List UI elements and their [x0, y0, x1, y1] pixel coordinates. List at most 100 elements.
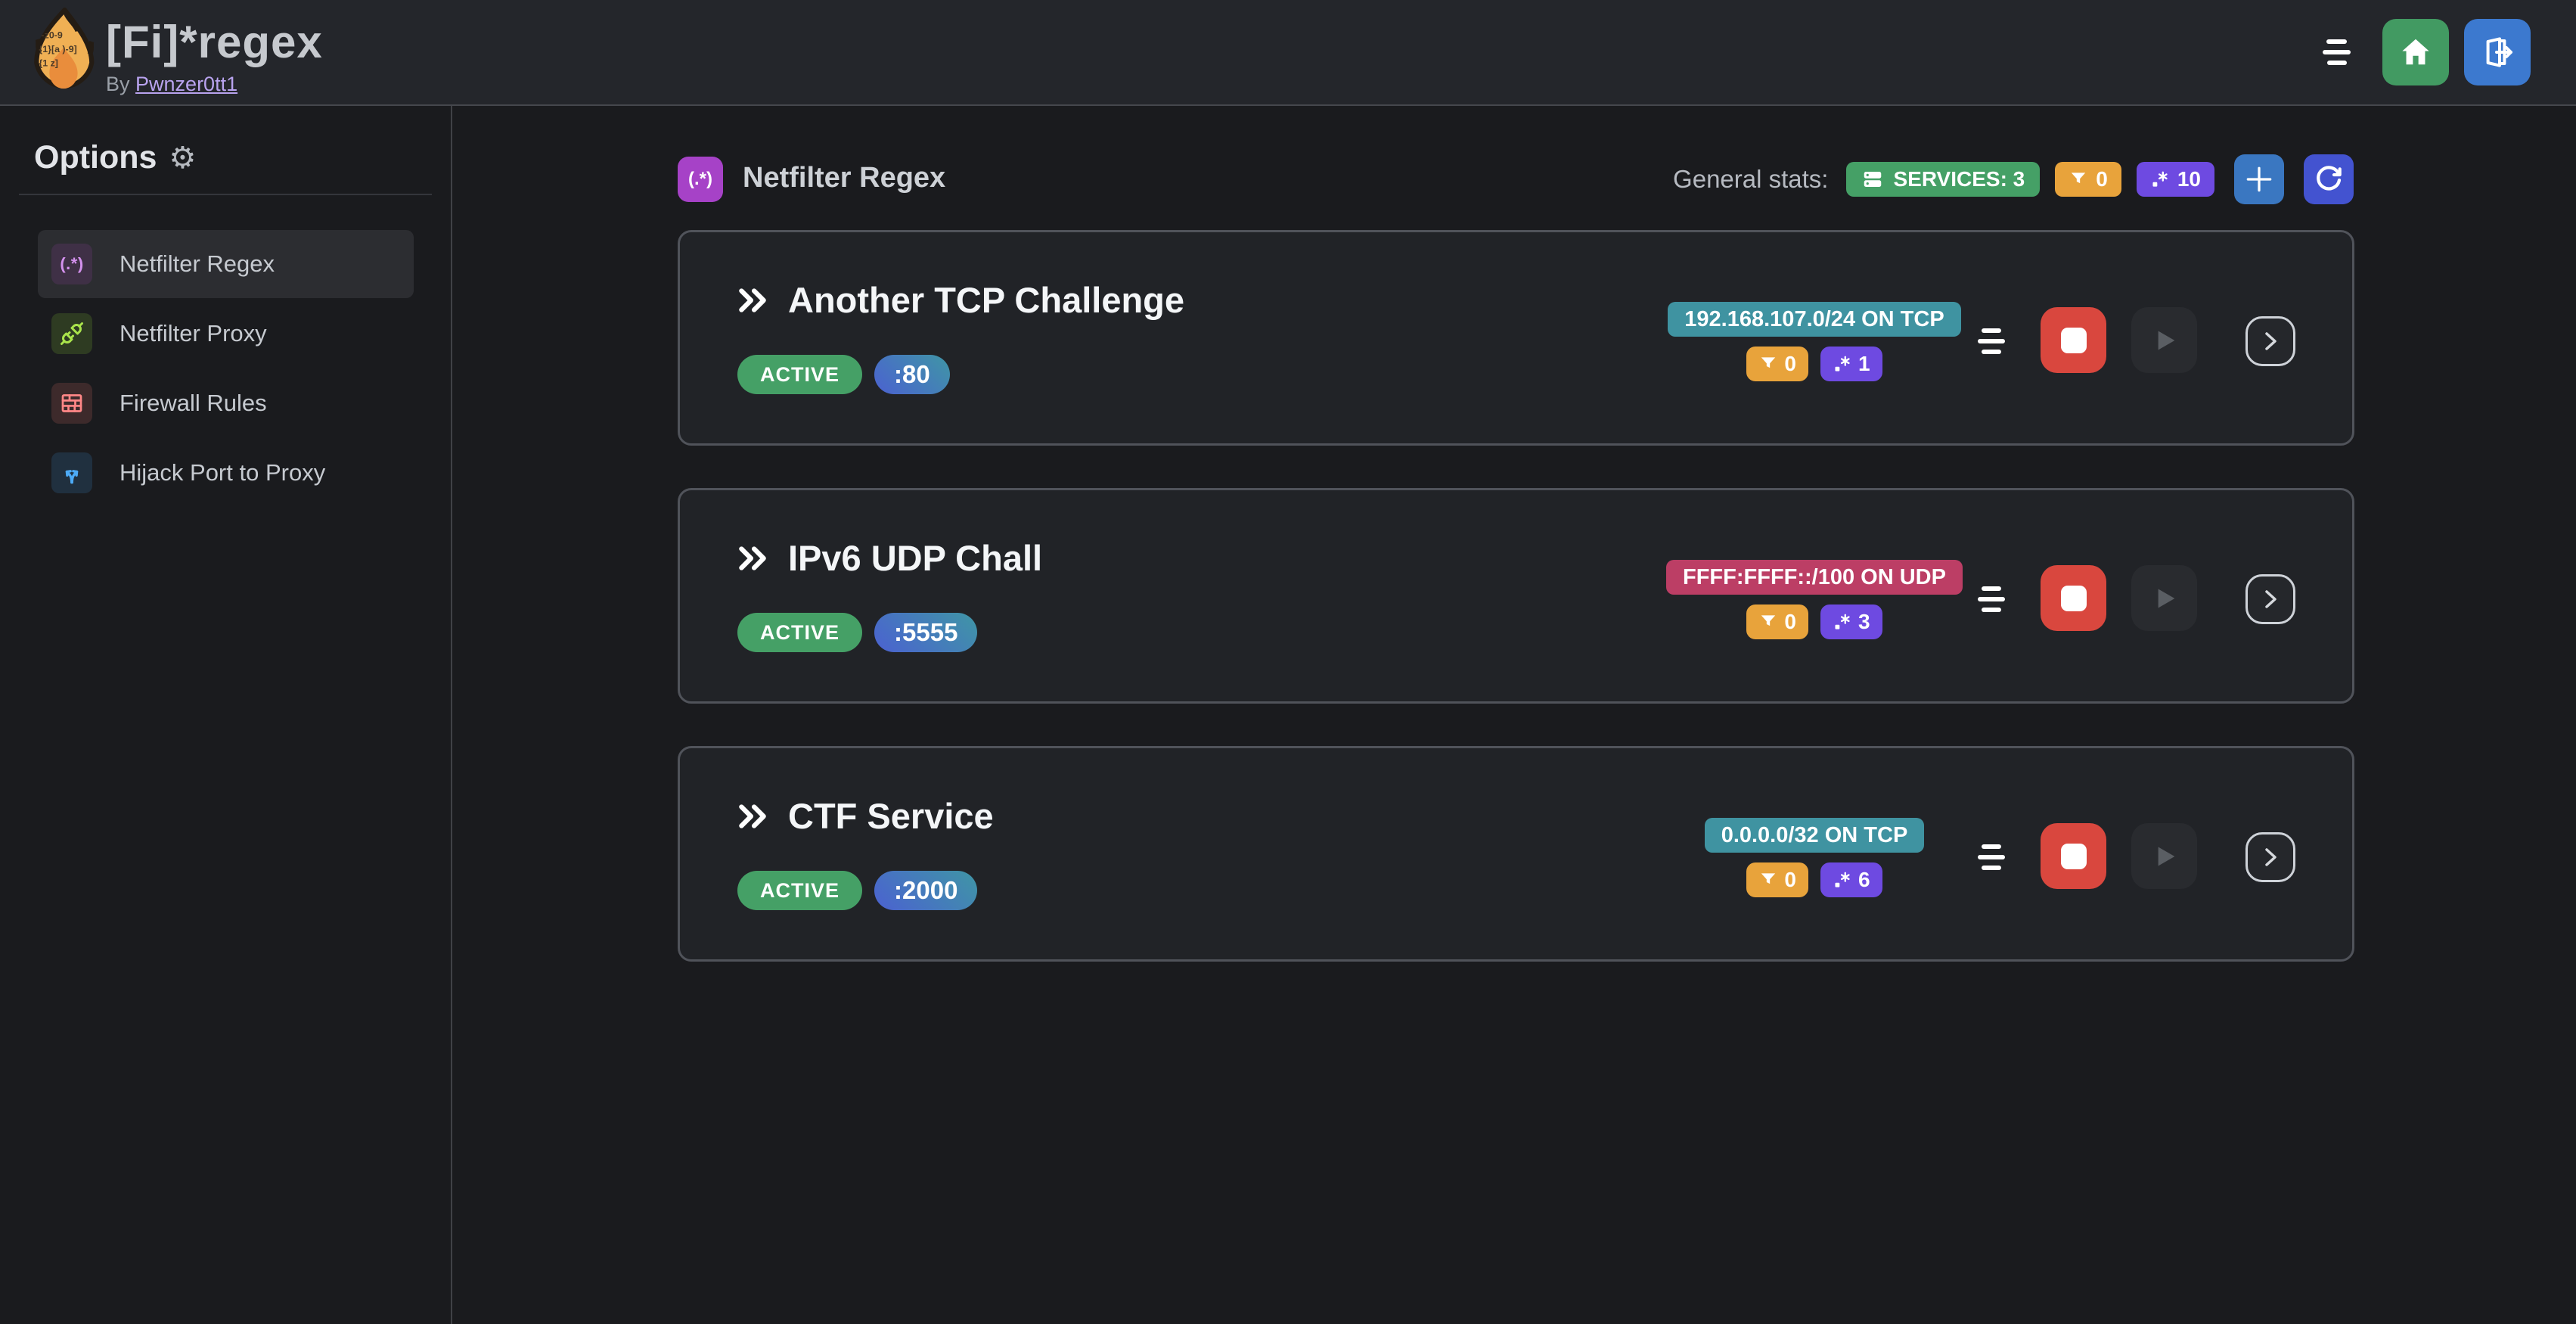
service-filters-badge: 0 — [1746, 347, 1808, 381]
sidebar-item-netfilter-proxy[interactable]: Netfilter Proxy — [38, 300, 414, 368]
funnel-icon — [1761, 873, 1776, 884]
cidr-badge: 0.0.0.0/32 ON TCP — [1704, 818, 1925, 853]
service-title: Another TCP Challenge — [788, 280, 1185, 320]
sidebar-heading: Options ⚙ — [34, 139, 197, 176]
sidebar-item-label: Firewall Rules — [119, 390, 267, 416]
regex-glyph-icon — [1835, 356, 1850, 371]
service-card: Another TCP Challenge ACTIVE :80 192.168… — [678, 230, 2354, 446]
app-title: [Fi]*regex — [106, 17, 323, 67]
services-count-badge: SERVICES: 3 — [1846, 162, 2041, 197]
service-menu-icon[interactable] — [1978, 586, 2005, 612]
stop-service-button[interactable] — [2041, 823, 2106, 889]
regex-glyph-icon — [2152, 171, 2168, 187]
play-icon — [2158, 331, 2174, 350]
chevrons-right-icon — [739, 287, 766, 312]
service-badges: ACTIVE :5555 — [737, 613, 978, 652]
sidebar-item-label: Hijack Port to Proxy — [119, 459, 326, 486]
chevron-right-icon — [2265, 848, 2277, 866]
funnel-icon — [1761, 357, 1776, 368]
port-badge: :2000 — [874, 871, 978, 910]
start-service-button[interactable] — [2131, 823, 2197, 889]
refresh-icon — [2317, 166, 2342, 191]
home-button[interactable] — [2382, 19, 2449, 85]
service-details-button[interactable] — [2245, 316, 2295, 366]
service-net-stats: FFFF:FFFF::/100 ON UDP 0 3 — [1652, 560, 1977, 639]
plug-icon — [51, 313, 92, 354]
topbar-actions — [2323, 0, 2531, 104]
chevrons-right-icon — [739, 545, 766, 570]
service-regex-badge: 3 — [1820, 605, 1882, 639]
service-regex-badge: 1 — [1820, 347, 1882, 381]
plus-icon — [2246, 166, 2272, 192]
author-link[interactable]: Pwnzer0tt1 — [135, 73, 238, 95]
play-icon — [2158, 847, 2174, 866]
funnel-icon — [2072, 172, 2086, 184]
cidr-badge: FFFF:FFFF::/100 ON UDP — [1666, 560, 1963, 595]
service-title-row: CTF Service — [735, 795, 994, 837]
service-title: CTF Service — [788, 796, 994, 836]
start-service-button[interactable] — [2131, 565, 2197, 631]
section-regex-icon: (.*) — [678, 157, 723, 202]
sidebar-item-netfilter-regex[interactable]: (.*) Netfilter Regex — [38, 230, 414, 298]
port-badge: :5555 — [874, 613, 978, 652]
service-net-stats: 192.168.107.0/24 ON TCP 0 1 — [1652, 302, 1977, 381]
stop-service-button[interactable] — [2041, 565, 2106, 631]
sidebar-divider — [19, 194, 432, 195]
logout-button[interactable] — [2464, 19, 2531, 85]
regex-icon: (.*) — [51, 244, 92, 284]
sidebar-item-hijack-port[interactable]: Hijack Port to Proxy — [38, 439, 414, 507]
filters-count-badge: 0 — [2055, 162, 2121, 197]
wall-icon — [51, 383, 92, 424]
service-card: CTF Service ACTIVE :2000 0.0.0.0/32 ON T… — [678, 746, 2354, 962]
status-badge: ACTIVE — [737, 355, 863, 394]
chevrons-right-icon — [739, 803, 766, 828]
gear-icon: ⚙ — [169, 141, 197, 175]
sidebar-item-label: Netfilter Proxy — [119, 320, 267, 347]
status-badge: ACTIVE — [737, 613, 863, 652]
home-icon — [2402, 39, 2429, 65]
add-service-button[interactable] — [2234, 154, 2284, 204]
logout-icon — [2486, 37, 2512, 67]
service-details-button[interactable] — [2245, 574, 2295, 624]
play-icon — [2158, 589, 2174, 608]
funnel-icon — [1761, 615, 1776, 626]
svg-text:{1}[a )-9]: {1}[a )-9] — [39, 44, 76, 54]
service-menu-icon[interactable] — [1978, 844, 2005, 870]
stop-service-button[interactable] — [2041, 307, 2106, 373]
stop-icon — [2060, 585, 2087, 611]
refresh-button[interactable] — [2304, 154, 2354, 204]
regex-count-badge: 10 — [2136, 162, 2214, 197]
service-badges: ACTIVE :80 — [737, 355, 950, 394]
service-title-row: Another TCP Challenge — [735, 279, 1184, 321]
service-title-row: IPv6 UDP Chall — [735, 537, 1042, 579]
svg-text:-z0-9: -z0-9 — [42, 30, 63, 40]
flame-logo: -z0-9 {1}[a )-9] {1 z] — [34, 8, 95, 89]
stop-icon — [2060, 327, 2087, 353]
stats-label: General stats: — [1673, 165, 1829, 193]
sidebar-item-firewall-rules[interactable]: Firewall Rules — [38, 369, 414, 437]
sidebar: Options ⚙ (.*) Netfilter Regex Netfilter… — [0, 106, 452, 1324]
start-service-button[interactable] — [2131, 307, 2197, 373]
general-stats: General stats: SERVICES: 3 0 10 — [1673, 154, 2354, 204]
stop-icon — [2060, 843, 2087, 869]
app-title-block: [Fi]*regex By Pwnzer0tt1 — [106, 20, 323, 96]
regex-glyph-icon — [1835, 614, 1850, 629]
service-details-button[interactable] — [2245, 832, 2295, 882]
svg-text:{1 z]: {1 z] — [39, 58, 58, 69]
service-regex-badge: 6 — [1820, 862, 1882, 897]
sidebar-items: (.*) Netfilter Regex Netfilter Proxy — [38, 230, 414, 508]
topbar: -z0-9 {1}[a )-9] {1 z] [Fi]*regex By Pwn… — [0, 0, 2576, 106]
service-filters-badge: 0 — [1746, 605, 1808, 639]
section-title: Netfilter Regex — [743, 162, 946, 194]
service-menu-icon[interactable] — [1978, 328, 2005, 354]
menu-icon[interactable] — [2323, 39, 2351, 65]
service-net-stats: 0.0.0.0/32 ON TCP 0 6 — [1652, 818, 1977, 897]
service-card: IPv6 UDP Chall ACTIVE :5555 FFFF:FFFF::/… — [678, 488, 2354, 704]
server-icon — [1864, 172, 1882, 187]
regex-glyph-icon — [1835, 872, 1850, 887]
port-badge: :80 — [874, 355, 950, 394]
service-title: IPv6 UDP Chall — [788, 538, 1043, 578]
byline-prefix: By — [106, 73, 130, 95]
service-filters-badge: 0 — [1746, 862, 1808, 897]
